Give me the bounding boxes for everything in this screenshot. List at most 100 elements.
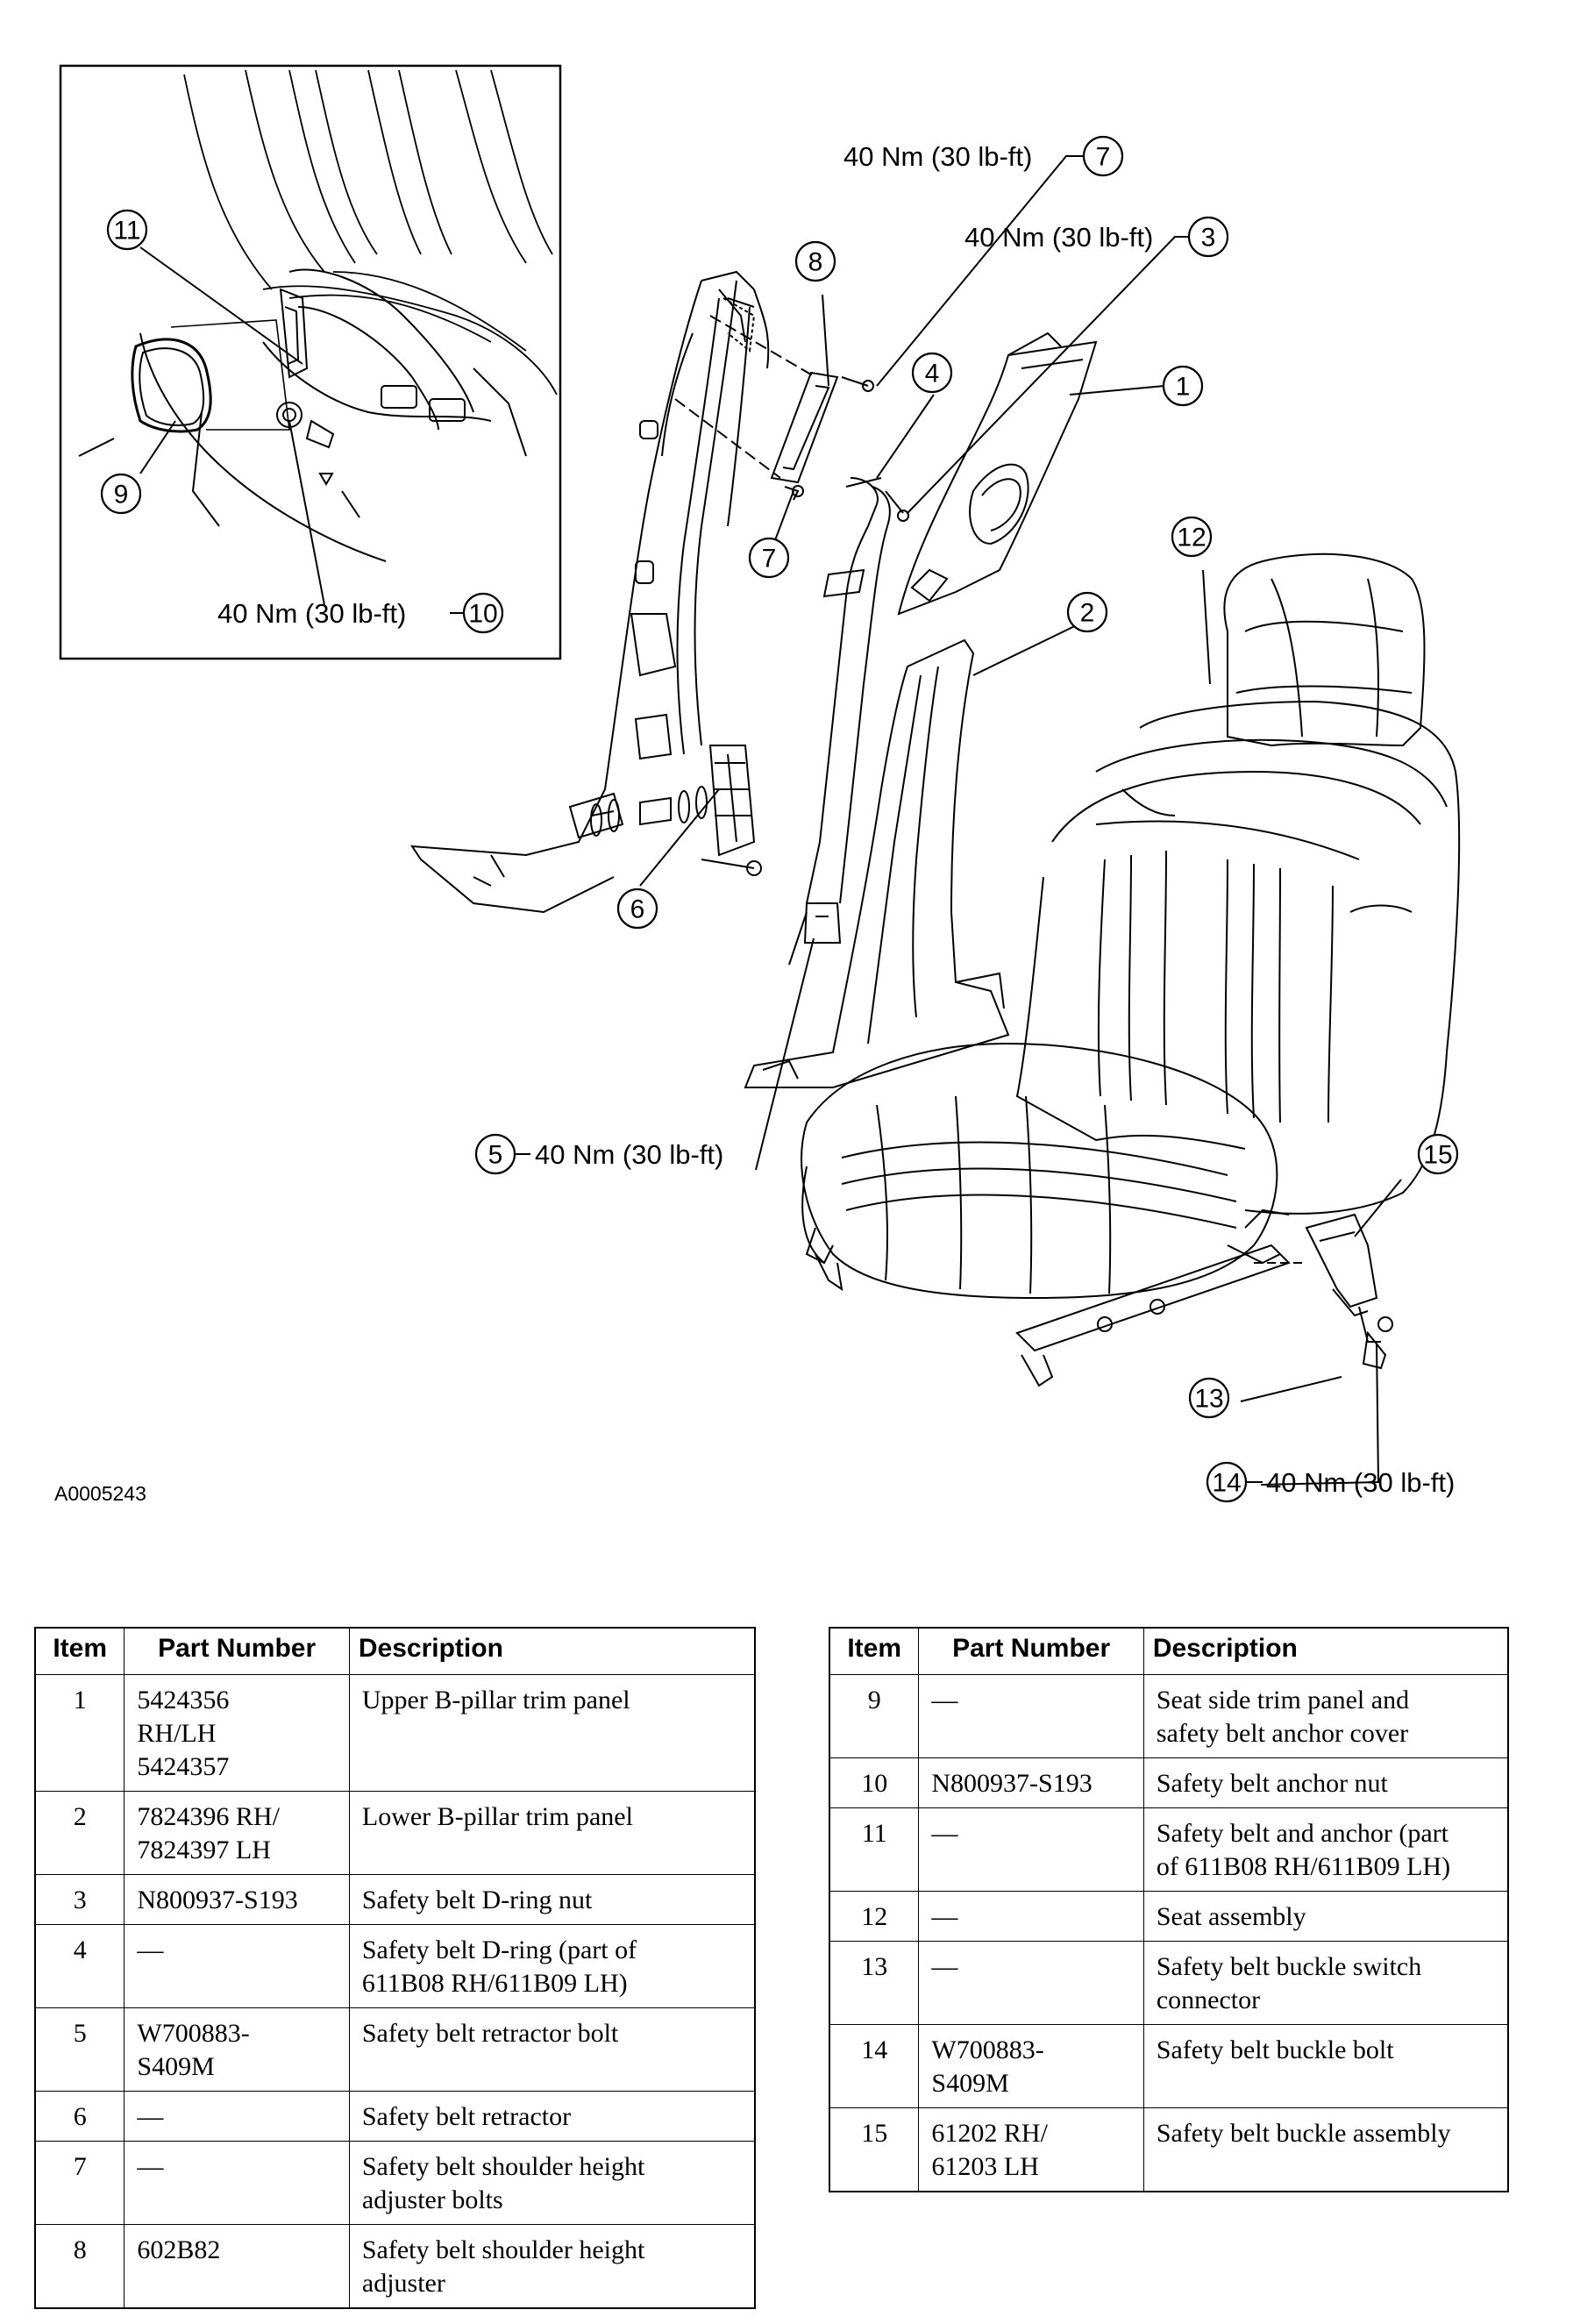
cell-description: Safety belt shoulder height adjuster (348, 2224, 756, 2309)
balloon-1 (1162, 365, 1204, 407)
balloon-2 (1066, 591, 1108, 633)
balloon-11 (106, 209, 148, 251)
cell-item: 8 (34, 2224, 125, 2309)
cell-item: 4 (34, 1924, 125, 2008)
upper-trim-panel (897, 331, 1098, 616)
torque-callout-14: 40 Nm (30 lb-ft) (1266, 1467, 1455, 1498)
leader-1 (1069, 385, 1165, 396)
cell-part-number: W700883- S409M (124, 2007, 350, 2092)
height-adjuster (674, 315, 874, 501)
cell-item: 10 (829, 1757, 920, 1808)
cell-part-number: N800937-S193 (124, 1874, 350, 1925)
seat-assembly (801, 552, 1461, 1387)
leader-7-top (876, 155, 1085, 387)
table-row: 4—Safety belt D-ring (part of 611B08 RH/… (34, 1924, 756, 2008)
label-14: 14 (1212, 1469, 1241, 1498)
cell-description: Safety belt buckle assembly (1142, 2107, 1509, 2192)
cell-part-number: 602B82 (124, 2224, 350, 2309)
table-row: 13—Safety belt buckle switch connector (829, 1941, 1509, 2025)
cell-description: Upper B-pillar trim panel (348, 1674, 756, 1792)
header-description: Description (1142, 1627, 1509, 1675)
cell-part-number: — (918, 1807, 1144, 1892)
cell-part-number: — (124, 2141, 350, 2225)
header-part-number: Part Number (918, 1627, 1144, 1675)
balloon-12 (1171, 516, 1213, 558)
cell-part-number: — (124, 1924, 350, 2008)
leader-6 (639, 788, 720, 887)
cell-description: Safety belt retractor bolt (348, 2007, 756, 2092)
label-13: 13 (1194, 1385, 1223, 1414)
table-row: 6—Safety belt retractor (34, 2091, 756, 2142)
balloon-8 (794, 240, 836, 282)
cell-description: Safety belt shoulder height adjuster bol… (348, 2141, 756, 2225)
balloon-13 (1188, 1377, 1230, 1419)
inset-seat-back (183, 69, 558, 396)
cell-part-number: 61202 RH/ 61203 LH (918, 2107, 1144, 2192)
cell-part-number: — (918, 1891, 1144, 1942)
balloon-7-bottom (748, 537, 790, 579)
leader-11 (139, 246, 303, 365)
cell-item: 7 (34, 2141, 125, 2225)
label-15: 15 (1423, 1141, 1452, 1170)
label-12: 12 (1177, 524, 1206, 552)
label-9: 9 (114, 481, 129, 510)
table-row: 7—Safety belt shoulder height adjuster b… (34, 2141, 756, 2225)
b-pillar (410, 270, 770, 914)
trim-cover-inner (139, 347, 205, 426)
label-6: 6 (630, 895, 645, 924)
balloon-9 (100, 473, 142, 515)
leader-13 (1240, 1376, 1342, 1402)
parts-table-right: Item Part Number Description 9—Seat side… (829, 1627, 1509, 2192)
cell-item: 14 (829, 2024, 920, 2108)
balloon-6 (616, 888, 658, 930)
header-description: Description (348, 1627, 756, 1675)
torque-callout-7: 40 Nm (30 lb-ft) (843, 141, 1032, 172)
belt-webbing (701, 477, 909, 966)
label-8: 8 (808, 248, 823, 277)
cell-description: Seat side trim panel and safety belt anc… (1142, 1674, 1509, 1758)
cell-item: 3 (34, 1874, 125, 1925)
cell-part-number: — (918, 1941, 1144, 2025)
table-row: 11—Safety belt and anchor (part of 611B0… (829, 1807, 1509, 1892)
label-1: 1 (1176, 373, 1191, 402)
table-row: 9—Seat side trim panel and safety belt a… (829, 1674, 1509, 1758)
leader-5 (755, 937, 815, 1171)
cell-item: 12 (829, 1891, 920, 1942)
cell-item: 13 (829, 1941, 920, 2025)
cell-description: Safety belt D-ring nut (348, 1874, 756, 1925)
cell-description: Safety belt retractor (348, 2091, 756, 2142)
leader-10 (288, 420, 325, 606)
cell-description: Seat assembly (1142, 1891, 1509, 1942)
balloon-15 (1417, 1133, 1459, 1175)
leader-15 (1354, 1179, 1402, 1237)
cell-item: 5 (34, 2007, 125, 2092)
label-11: 11 (113, 217, 140, 246)
label-10: 10 (468, 600, 497, 629)
cell-description: Safety belt anchor nut (1142, 1757, 1509, 1808)
trim-cover-outer (131, 338, 212, 433)
lower-trim-panel (744, 638, 1010, 1088)
table-row: 12—Seat assembly (829, 1891, 1509, 1942)
label-7-top: 7 (1096, 143, 1111, 172)
balloon-7-top (1082, 135, 1124, 177)
leader-14 (1260, 1341, 1380, 1486)
header-item: Item (829, 1627, 920, 1675)
leader-2 (972, 620, 1086, 676)
cell-description: Safety belt and anchor (part of 611B08 R… (1142, 1807, 1509, 1892)
cell-part-number: W700883- S409M (918, 2024, 1144, 2108)
label-2: 2 (1080, 599, 1095, 628)
cell-item: 9 (829, 1674, 920, 1758)
cell-description: Lower B-pillar trim panel (348, 1791, 756, 1875)
torque-callout-5: 40 Nm (30 lb-ft) (535, 1139, 723, 1170)
table-header-row: Item Part Number Description (829, 1627, 1509, 1675)
header-item: Item (34, 1627, 125, 1675)
balloon-4 (911, 352, 953, 394)
cell-part-number: — (124, 2091, 350, 2142)
seat-belt-buckle (1254, 1213, 1393, 1370)
